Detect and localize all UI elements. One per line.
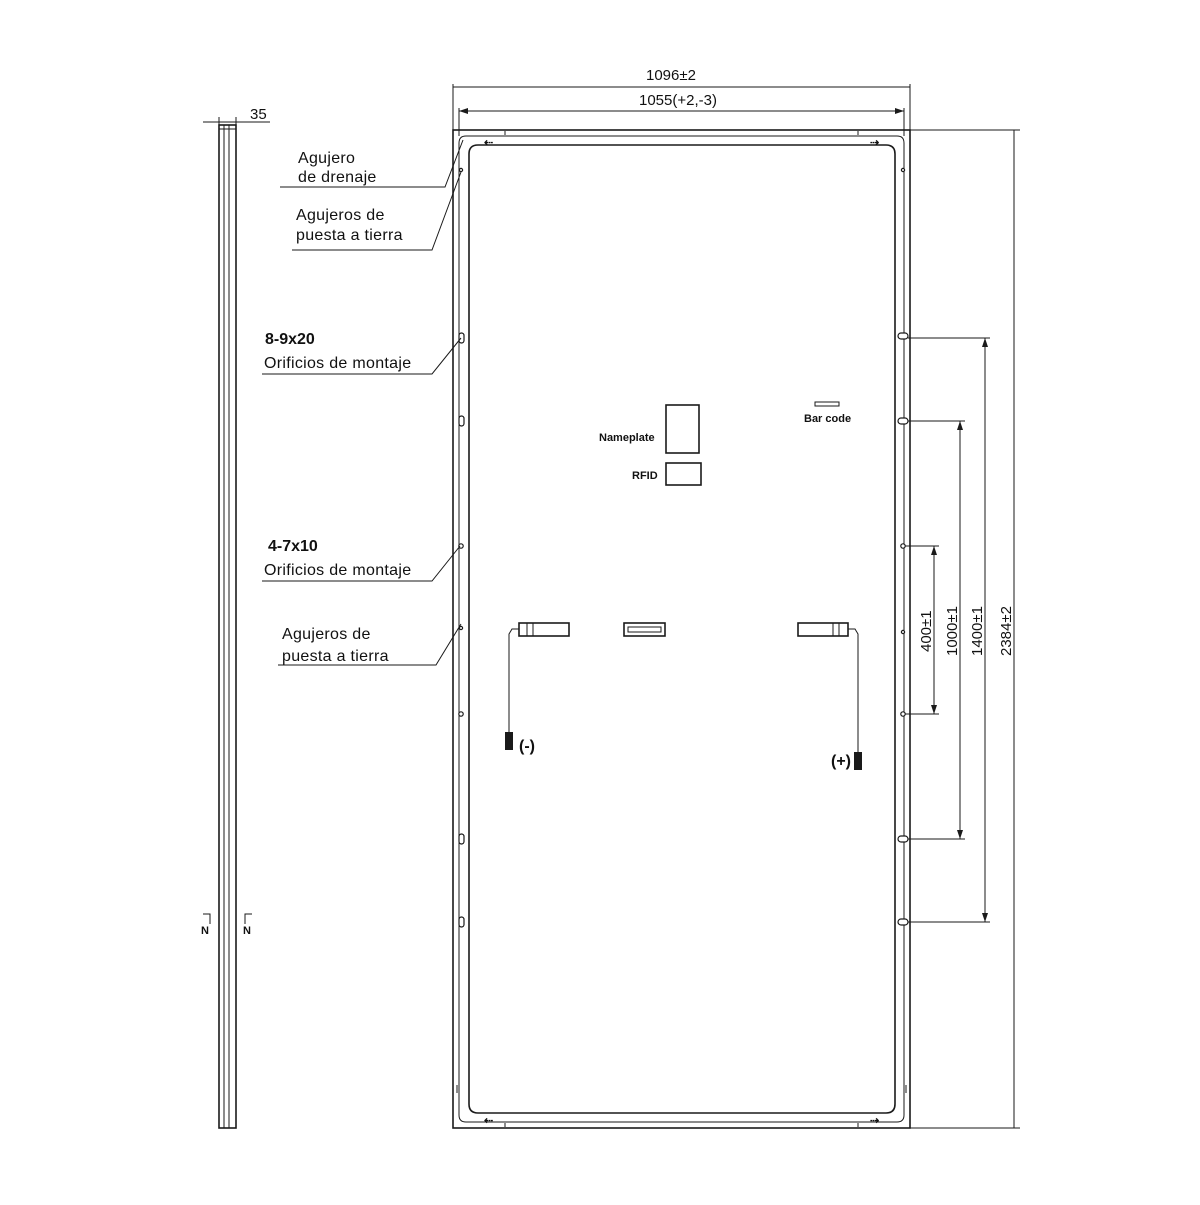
- section-mark-left: N: [201, 925, 209, 937]
- grounding-bottom-leader: [278, 623, 462, 666]
- panel-rear-view: ⇠ ⇢ ⇠ ⇢ Nameplate RFID B: [452, 129, 911, 1129]
- mounting-hole: [900, 543, 906, 549]
- mounting-8-9x20-leader: [262, 337, 462, 375]
- section-marker-right: [244, 913, 252, 924]
- grounding-bottom-label-line2: puesta a tierra: [282, 648, 389, 665]
- inner-width: 1055(+2,-3): [639, 92, 717, 109]
- mounting-slot: [897, 332, 909, 340]
- drain-mark: ⇢: [870, 137, 879, 149]
- grounding-hole: [900, 167, 906, 173]
- panel-inner-opening: [468, 144, 896, 1114]
- bar-code-box: [814, 401, 840, 407]
- nameplate-box: [665, 404, 700, 454]
- arrow: [982, 913, 988, 922]
- mounting-4-7x10-label: Orificios de montaje: [264, 562, 411, 579]
- mounting-hole: [900, 711, 906, 717]
- arrow: [982, 338, 988, 347]
- bar-code-label: Bar code: [804, 413, 851, 425]
- drain-mark: ⇠: [484, 1115, 493, 1127]
- arrow: [459, 108, 468, 114]
- junction-box-center: [623, 622, 666, 637]
- negative-label: (-): [519, 738, 535, 755]
- connector-positive: [854, 752, 862, 770]
- mounting-slot: [458, 415, 465, 427]
- spacing-1000: 1000±1: [944, 606, 961, 656]
- connector-negative: [505, 732, 513, 750]
- mounting-8-9x20-size: 8-9x20: [265, 331, 315, 348]
- rfid-box: [665, 462, 702, 486]
- drain-hole-label-line2: de drenaje: [298, 169, 377, 186]
- mounting-slot: [458, 916, 465, 928]
- drain-mark: ⇠: [484, 137, 493, 149]
- grounding-hole: [900, 629, 906, 635]
- grounding-top-label-line2: puesta a tierra: [296, 227, 403, 244]
- spacing-1400: 1400±1: [969, 606, 986, 656]
- grounding-hole: [458, 625, 464, 631]
- profile-outline: [218, 124, 237, 1129]
- grounding-bottom-label-line1: Agujeros de: [282, 626, 371, 643]
- arrow: [931, 546, 937, 555]
- mounting-4-7x10-leader: [262, 545, 461, 582]
- arrow: [895, 108, 904, 114]
- mounting-8-9x20-label: Orificios de montaje: [264, 355, 411, 372]
- callouts: Agujero de drenaje Agujeros de puesta a …: [262, 139, 464, 666]
- grounding-top-leader: [292, 171, 462, 251]
- arrow: [957, 830, 963, 839]
- grounding-hole: [458, 167, 464, 173]
- section-mark-right: N: [243, 925, 251, 937]
- depth-dimension: 35: [250, 106, 267, 123]
- panel-frame-lip: [458, 135, 905, 1123]
- overall-width: 1096±2: [646, 67, 696, 84]
- cable-negative: [508, 628, 519, 732]
- mounting-slot: [897, 835, 909, 843]
- junction-box-center-inner: [627, 626, 662, 633]
- nameplate-label: Nameplate: [599, 432, 655, 444]
- arrow: [957, 421, 963, 430]
- rfid-label: RFID: [632, 470, 658, 482]
- mounting-slot: [458, 332, 465, 344]
- junction-box-positive: [797, 622, 849, 637]
- spacing-400: 400±1: [918, 610, 935, 652]
- grounding-top-label-line1: Agujeros de: [296, 207, 385, 224]
- mounting-slot: [897, 918, 909, 926]
- drain-hole-leader: [280, 139, 464, 188]
- overall-length: 2384±2: [998, 606, 1015, 656]
- cable-positive: [848, 628, 859, 752]
- mounting-hole: [458, 711, 464, 717]
- panel-outer-frame: [452, 129, 911, 1129]
- drain-hole-label-line1: Agujero: [298, 150, 355, 167]
- arrow: [931, 705, 937, 714]
- mounting-slot: [897, 417, 909, 425]
- mounting-slot: [458, 833, 465, 845]
- mounting-4-7x10-size: 4-7x10: [268, 538, 318, 555]
- mounting-hole: [458, 543, 464, 549]
- side-profile: 35 N N: [201, 106, 270, 1129]
- top-dimensions: 1096±2 1055(+2,-3): [452, 67, 911, 136]
- positive-label: (+): [831, 753, 851, 770]
- right-dimensions: 2384±2 1400±1 1000±1 400±1: [905, 129, 1020, 1129]
- section-marker-left: [203, 913, 211, 924]
- drain-mark: ⇢: [870, 1115, 879, 1127]
